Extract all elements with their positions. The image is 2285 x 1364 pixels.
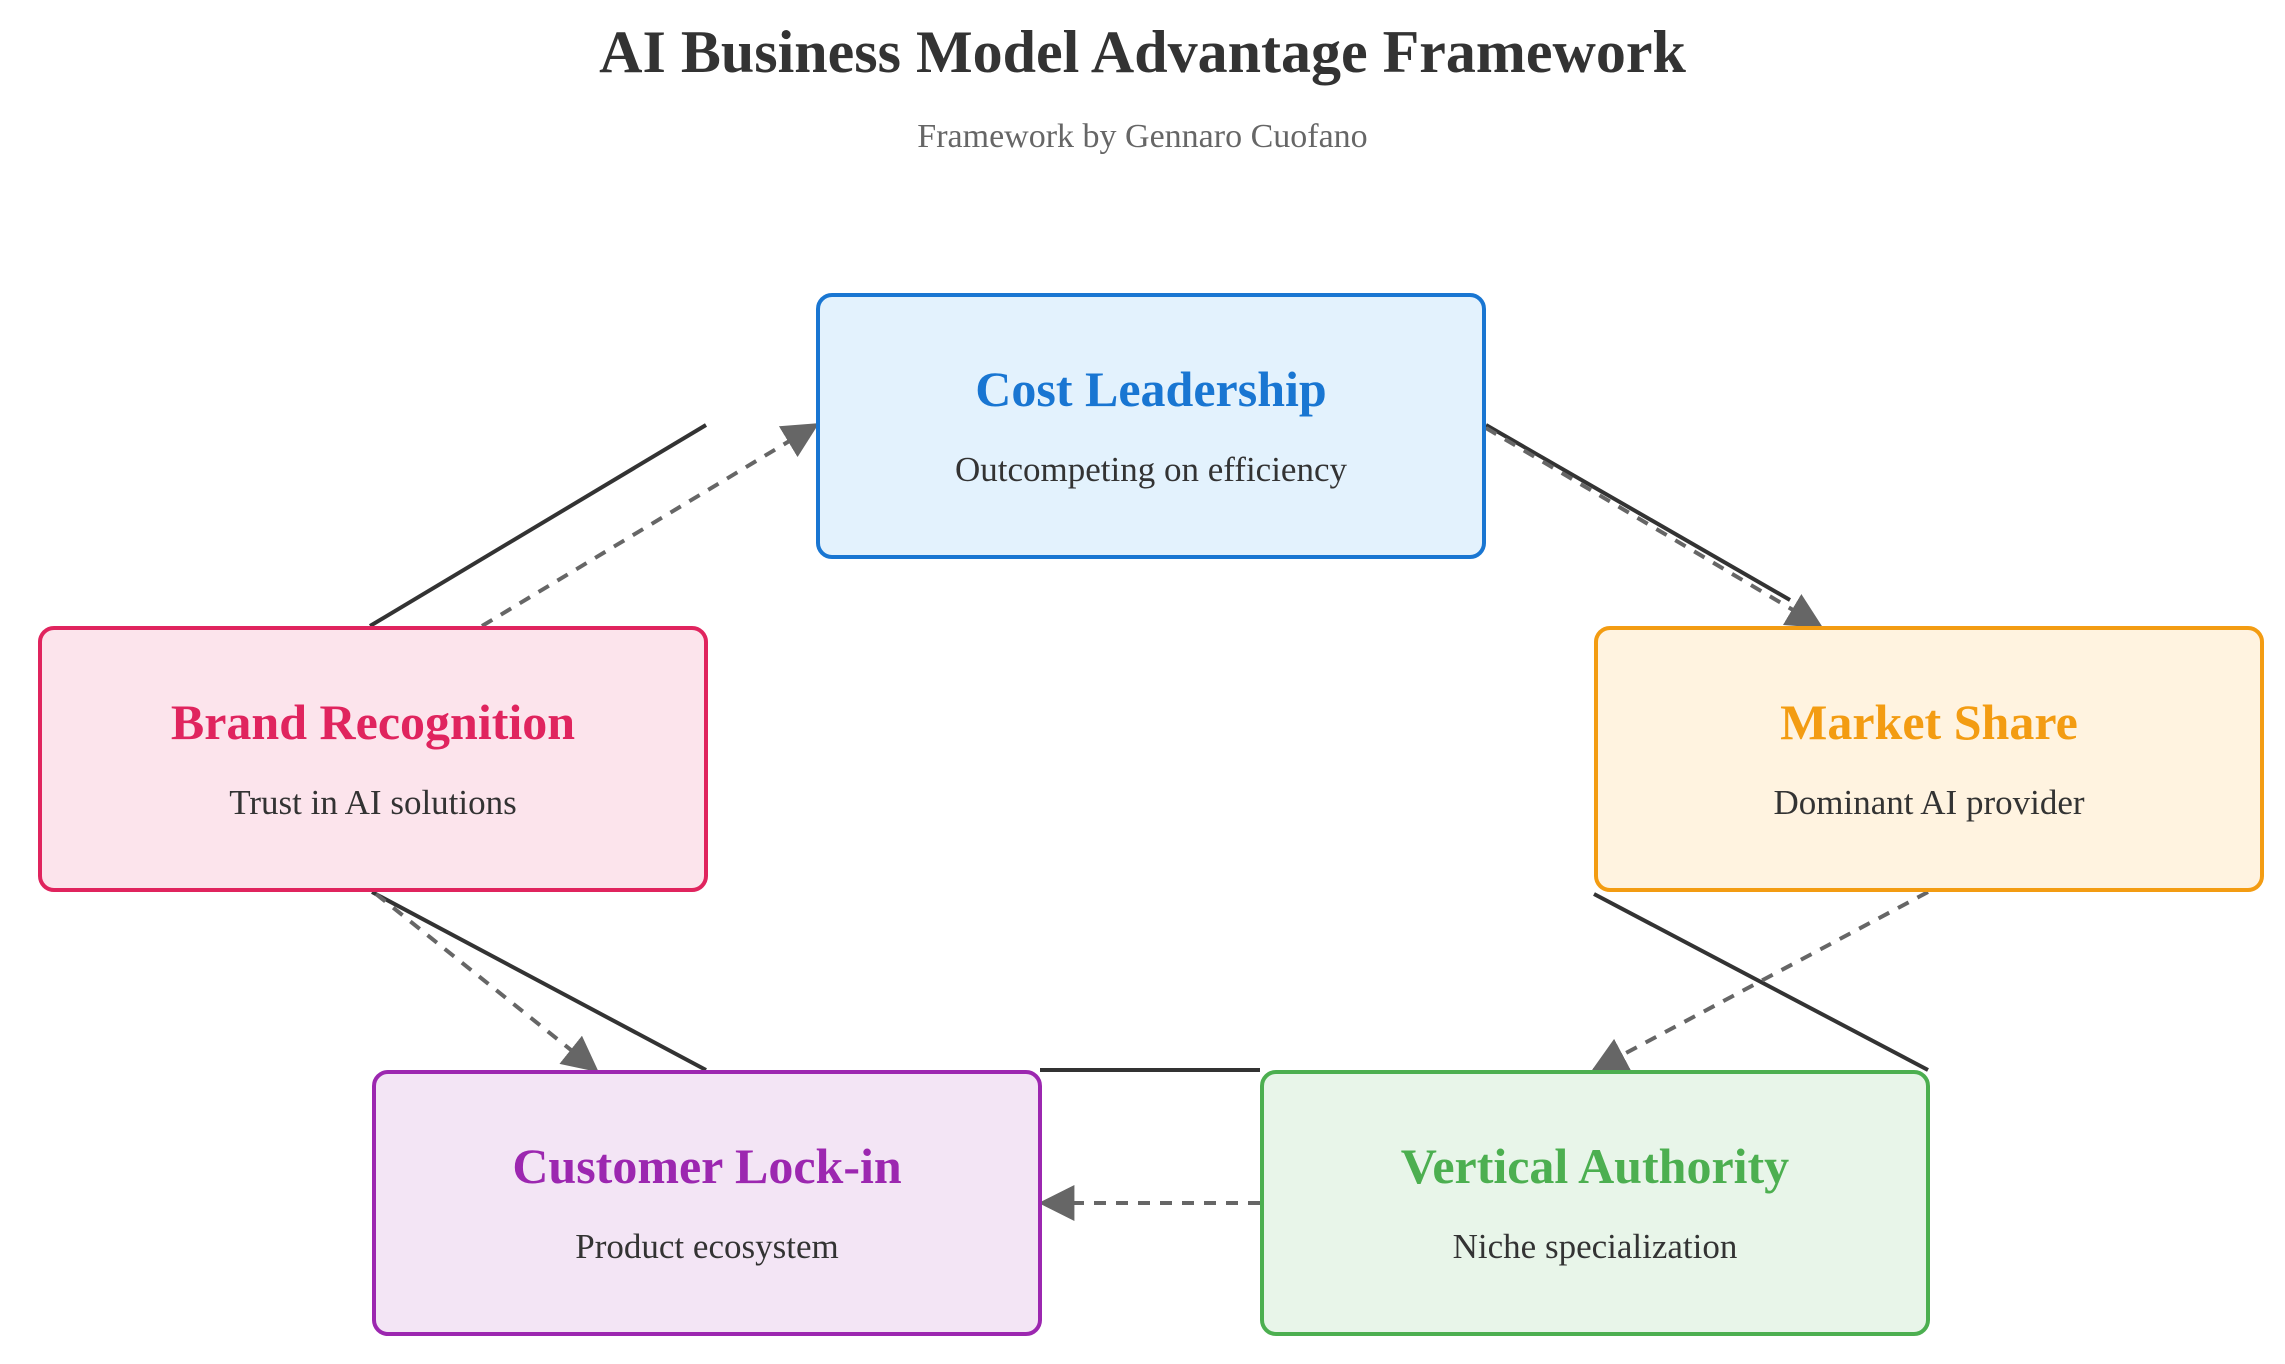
arrow-cost-to-market <box>1484 426 1824 628</box>
node-cost-leadership-desc: Outcompeting on efficiency <box>954 450 1347 489</box>
node-brand-recognition-desc: Trust in AI solutions <box>229 783 517 822</box>
node-customer-lock-in: Customer Lock-in Product ecosystem <box>372 1070 1042 1336</box>
node-market-share-desc: Dominant AI provider <box>1773 783 2085 822</box>
node-cost-leadership: Cost Leadership Outcompeting on efficien… <box>816 293 1486 559</box>
node-customer-lock-in-title: Customer Lock-in <box>512 1138 902 1194</box>
solid-line-cost-market <box>1485 423 1791 602</box>
node-vertical-authority-title: Vertical Authority <box>1400 1138 1790 1194</box>
diagram-subtitle: Framework by Gennaro Cuofano <box>917 118 1368 155</box>
node-brand-recognition-title: Brand Recognition <box>170 694 576 750</box>
node-cost-leadership-title: Cost Leadership <box>975 361 1327 417</box>
solid-line-brand-cost <box>368 423 708 628</box>
node-market-share-title: Market Share <box>1780 694 2078 750</box>
arrow-brand-to-cost <box>480 423 820 628</box>
node-market-share: Market Share Dominant AI provider <box>1594 626 2264 892</box>
diagram-title: AI Business Model Advantage Framework <box>599 19 1686 85</box>
solid-line-market-vertical <box>1593 892 1929 1072</box>
node-vertical-authority-desc: Niche specialization <box>1452 1227 1738 1266</box>
node-brand-recognition: Brand Recognition Trust in AI solutions <box>38 626 708 892</box>
arrow-market-to-vertical <box>1590 890 1929 1072</box>
node-vertical-authority: Vertical Authority Niche specialization <box>1260 1070 1930 1336</box>
node-customer-lock-in-desc: Product ecosystem <box>575 1227 839 1266</box>
solid-line-brand-lockin <box>371 890 707 1072</box>
arrow-brand-to-lockin <box>374 892 599 1073</box>
